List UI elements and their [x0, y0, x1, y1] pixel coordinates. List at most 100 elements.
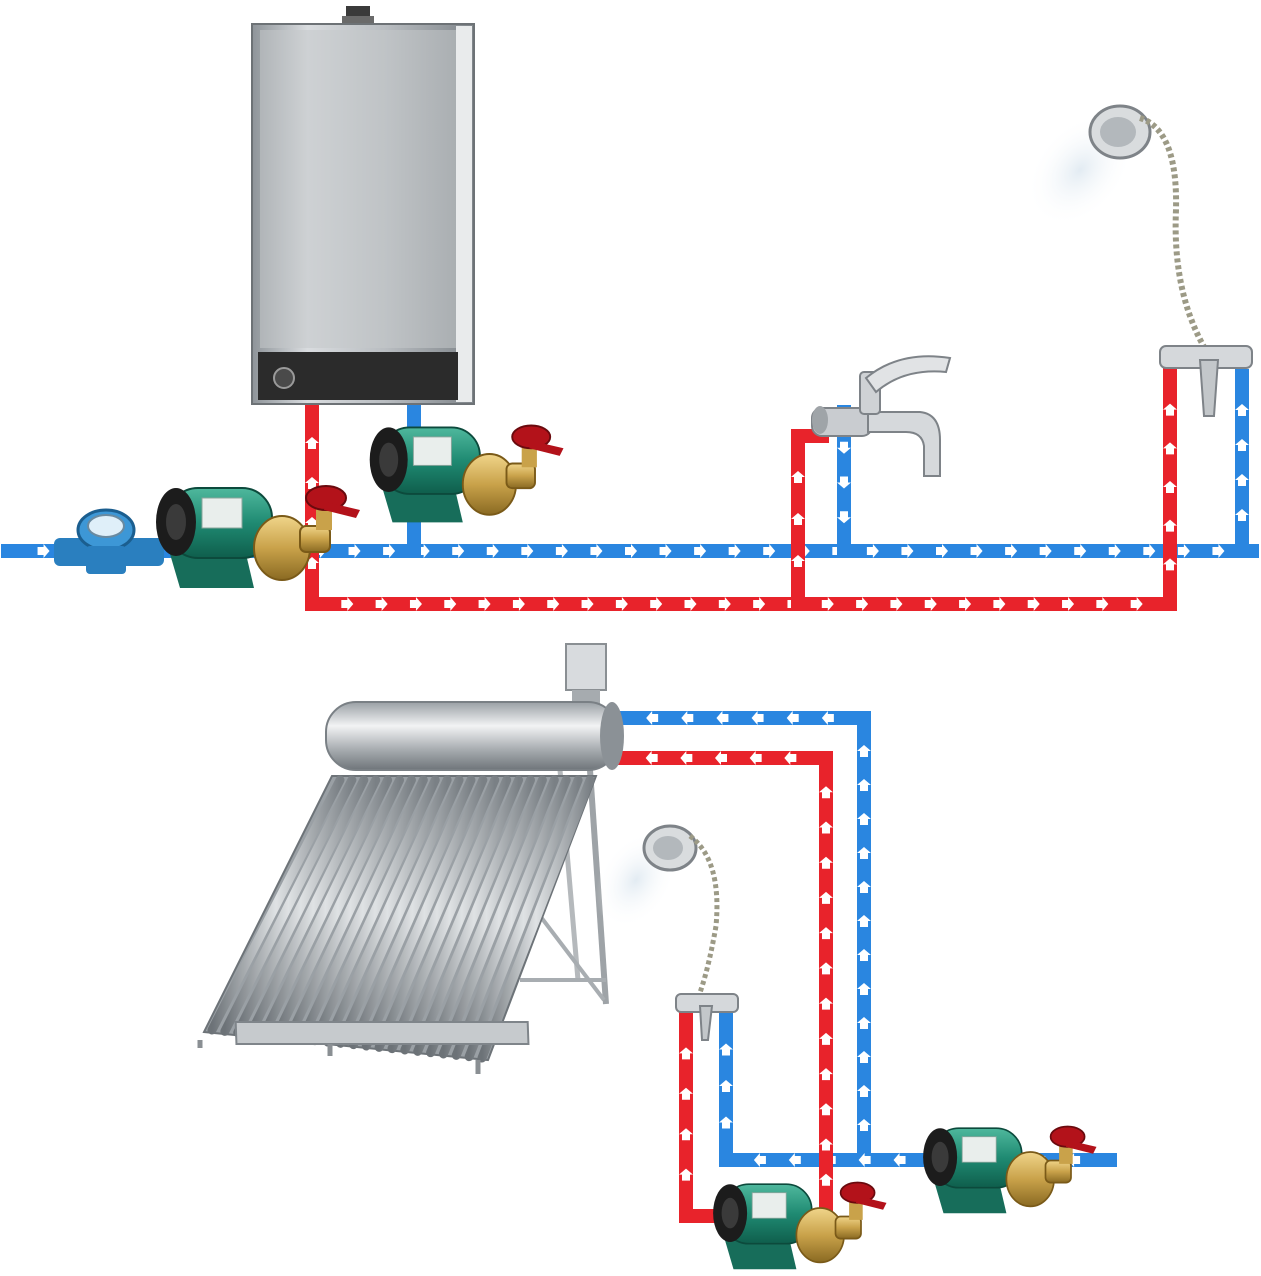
flow-arrow-icon: [1163, 403, 1177, 416]
flow-arrow-icon: [893, 1153, 906, 1167]
flow-arrow-icon: [1212, 544, 1225, 558]
booster-pump-icon: [713, 1181, 887, 1270]
cold-water-pipe: [1235, 369, 1249, 558]
flow-arrow-icon: [821, 597, 834, 611]
flow-arrow-icon: [857, 1051, 871, 1063]
flow-arrow-icon: [719, 1116, 733, 1129]
gas-water-heater-icon: [251, 6, 475, 405]
flow-arrow-icon: [348, 544, 361, 558]
vacuum-tube: [387, 775, 512, 1054]
flow-arrow-icon: [857, 983, 871, 995]
vacuum-tube: [220, 775, 357, 1036]
flow-arrow-icon: [581, 597, 594, 611]
flow-arrow-icon: [1163, 442, 1177, 455]
flow-arrow-icon: [444, 597, 457, 611]
vacuum-tube: [348, 775, 476, 1050]
vacuum-tube: [323, 775, 452, 1047]
flow-arrow-icon: [1062, 597, 1075, 611]
flow-arrow-icon: [650, 597, 663, 611]
flow-arrow-icon: [791, 471, 805, 483]
cold-water-pipe: [719, 1007, 733, 1167]
flow-arrow-icon: [716, 711, 729, 725]
flow-arrow-icon: [684, 597, 697, 611]
hot-water-pipe: [791, 429, 805, 611]
flow-arrow-icon: [1096, 597, 1109, 611]
hot-water-pipe: [305, 597, 1177, 611]
flow-arrow-icon: [681, 711, 694, 725]
flow-arrow-icon: [857, 779, 871, 791]
booster-pump-icon: [156, 485, 360, 588]
flow-arrow-icon: [901, 544, 914, 558]
flow-arrow-icon: [857, 949, 871, 961]
faucet-icon: [811, 355, 952, 477]
flow-arrow-icon: [856, 597, 869, 611]
flow-arrow-icon: [784, 751, 797, 765]
flow-arrow-icon: [857, 1119, 871, 1131]
flow-arrow-icon: [837, 476, 851, 489]
flow-arrow-icon: [749, 751, 762, 765]
flow-arrow-icon: [1163, 519, 1177, 532]
flow-arrow-icon: [753, 1153, 766, 1167]
vacuum-tube: [284, 775, 416, 1043]
flow-arrow-icon: [486, 544, 499, 558]
flow-arrow-icon: [1108, 544, 1121, 558]
flow-arrow-icon: [819, 891, 833, 904]
flow-arrow-icon: [547, 597, 560, 611]
flow-arrow-icon: [305, 477, 319, 489]
cold-water-pipe: [857, 711, 871, 1167]
flow-arrow-icon: [679, 1168, 693, 1181]
booster-pump-icon: [923, 1125, 1097, 1214]
vacuum-tube: [400, 775, 524, 1055]
vacuum-tube: [258, 775, 393, 1040]
flow-arrow-icon: [341, 597, 354, 611]
vacuum-tube: [438, 775, 559, 1059]
flow-arrow-icon: [1235, 474, 1249, 486]
flow-arrow-icon: [837, 441, 851, 454]
hot-water-pipe: [611, 751, 833, 765]
flow-arrow-icon: [679, 1128, 693, 1141]
flow-arrow-icon: [728, 544, 741, 558]
flow-arrow-icon: [751, 711, 764, 725]
flow-arrow-icon: [521, 544, 534, 558]
vacuum-tube: [413, 775, 535, 1056]
flow-arrow-icon: [936, 544, 948, 558]
vacuum-tube: [464, 775, 583, 1062]
flow-arrow-icon: [857, 745, 871, 757]
flow-arrow-icon: [786, 711, 799, 725]
flow-arrow-icon: [866, 544, 879, 558]
flow-arrow-icon: [924, 597, 937, 611]
flow-arrow-icon: [819, 927, 833, 940]
flow-arrow-icon: [625, 544, 637, 558]
flow-arrow-icon: [819, 1032, 833, 1045]
flow-arrow-icon: [409, 597, 422, 611]
flow-arrow-icon: [959, 597, 972, 611]
flow-arrow-icon: [645, 751, 658, 765]
flow-arrow-icon: [1163, 481, 1177, 493]
flow-arrow-icon: [659, 544, 672, 558]
flow-arrow-icon: [37, 544, 50, 558]
flow-arrow-icon: [857, 1085, 871, 1097]
flow-arrow-icon: [857, 813, 871, 825]
flow-arrow-icon: [788, 1153, 801, 1167]
vacuum-tube: [207, 775, 345, 1035]
vacuum-tube: [233, 775, 369, 1038]
flow-arrow-icon: [715, 751, 727, 765]
flow-arrow-icon: [512, 597, 525, 611]
flow-arrow-icon: [890, 597, 903, 611]
flow-arrow-icon: [819, 786, 833, 799]
flow-arrow-icon: [857, 1017, 871, 1029]
vacuum-tube: [271, 775, 405, 1042]
vacuum-tube: [361, 775, 488, 1051]
flow-arrow-icon: [819, 1103, 833, 1116]
flow-arrow-icon: [478, 597, 491, 611]
flow-arrow-icon: [819, 997, 833, 1010]
vacuum-tube: [246, 775, 381, 1039]
hot-water-pipe: [679, 1007, 693, 1223]
flow-arrow-icon: [791, 513, 805, 525]
flow-arrow-icon: [1130, 597, 1143, 611]
water-meter-icon: [54, 508, 164, 574]
flow-arrow-icon: [679, 1087, 693, 1100]
flow-arrow-icon: [555, 544, 568, 558]
vacuum-tube: [336, 775, 464, 1048]
